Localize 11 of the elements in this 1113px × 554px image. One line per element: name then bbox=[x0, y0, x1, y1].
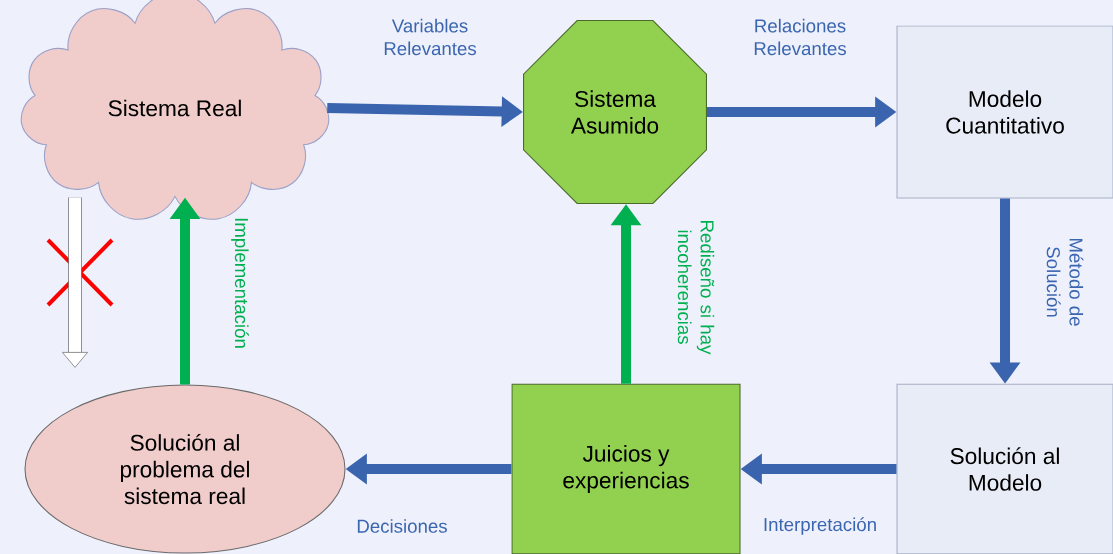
edge-label: Rediseño si hay incoherencias bbox=[677, 221, 715, 355]
edge-label: Variables Relevantes bbox=[384, 18, 476, 56]
process-box: Solución al Modelo bbox=[896, 383, 1113, 554]
process-box: Modelo Cuantitativo bbox=[896, 25, 1113, 199]
edge-label: Interpretación bbox=[764, 517, 876, 535]
process-box: Juicios y experiencias bbox=[511, 383, 741, 554]
edge-label: Decisiones bbox=[357, 519, 447, 533]
crossed-arrow bbox=[62, 197, 88, 368]
edge-label: Relaciones Relevantes bbox=[754, 18, 846, 56]
edge-label: Método de Solución bbox=[1046, 238, 1084, 326]
edge-label: Implementación bbox=[231, 218, 249, 348]
